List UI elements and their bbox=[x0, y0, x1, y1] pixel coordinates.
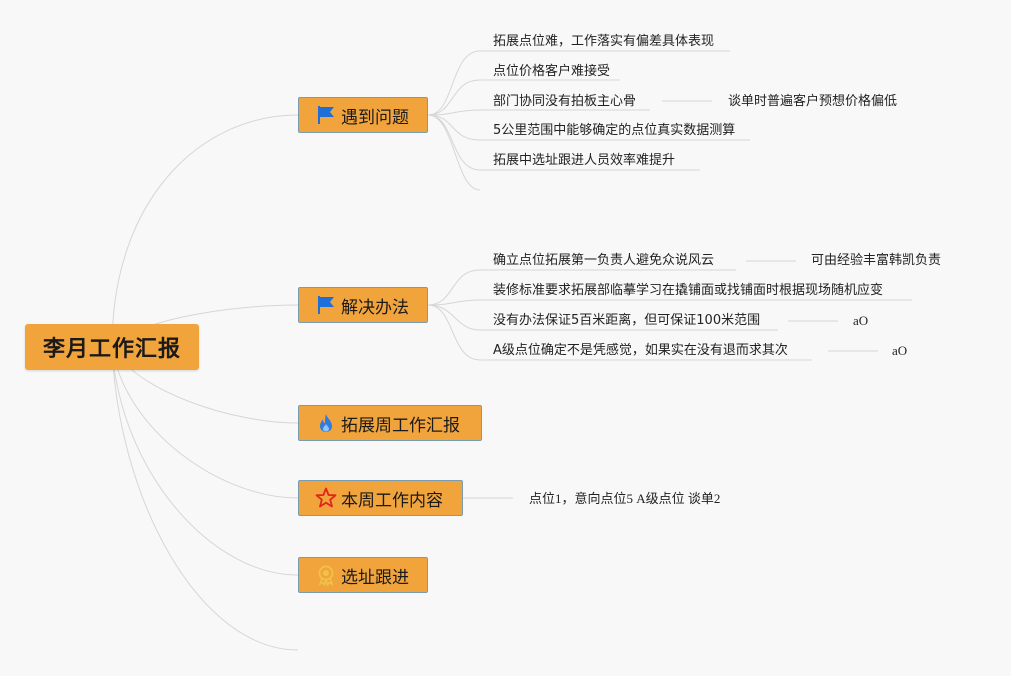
problem-item[interactable]: 5公里范围中能够确定的点位真实数据测算 bbox=[493, 123, 736, 138]
problem-sub-note[interactable]: 谈单时普遍客户预想价格偏低 bbox=[728, 94, 898, 109]
root-title: 李月工作汇报 bbox=[42, 337, 181, 362]
solution-item[interactable]: 确立点位拓展第一负责人避免众说风云 bbox=[493, 253, 715, 268]
flag-icon bbox=[315, 104, 337, 126]
solution-sub-note[interactable]: aO bbox=[853, 313, 869, 328]
topic-label: 遇到问题 bbox=[341, 107, 409, 128]
star-icon bbox=[315, 487, 337, 509]
topic-weekly-report[interactable]: 拓展周工作汇报 bbox=[298, 405, 482, 441]
topic-label: 解决办法 bbox=[341, 297, 409, 318]
topic-label: 选址跟进 bbox=[341, 567, 409, 588]
root-topic[interactable]: 李月工作汇报 bbox=[25, 324, 199, 370]
topic-label: 本周工作内容 bbox=[341, 490, 443, 511]
topic-this-week[interactable]: 本周工作内容 bbox=[298, 480, 463, 516]
solution-item[interactable]: A级点位确定不是凭感觉，如果实在没有退而求其次 bbox=[493, 343, 788, 358]
topic-solutions[interactable]: 解决办法 bbox=[298, 287, 428, 323]
topic-problems[interactable]: 遇到问题 bbox=[298, 97, 428, 133]
solution-item[interactable]: 没有办法保证5百米距离，但可保证100米范围 bbox=[493, 313, 761, 328]
problem-item[interactable]: 拓展点位难，工作落实有偏差具体表现 bbox=[493, 34, 715, 49]
medal-icon bbox=[315, 564, 337, 586]
topic-label: 拓展周工作汇报 bbox=[341, 415, 460, 436]
solution-sub-note[interactable]: 可由经验丰富韩凯负责 bbox=[811, 253, 942, 268]
solution-sub-note[interactable]: aO bbox=[892, 343, 908, 358]
problem-item[interactable]: 部门协同没有拍板主心骨 bbox=[493, 94, 637, 109]
topic-site-followup[interactable]: 选址跟进 bbox=[298, 557, 428, 593]
flag-icon bbox=[315, 294, 337, 316]
work-item[interactable]: 点位1，意向点位5 A级点位 谈单2 bbox=[529, 491, 721, 506]
fire-icon bbox=[315, 412, 337, 434]
problem-item[interactable]: 拓展中选址跟进人员效率难提升 bbox=[493, 153, 676, 168]
problem-item[interactable]: 点位价格客户难接受 bbox=[493, 64, 611, 79]
solution-item[interactable]: 装修标准要求拓展部临摹学习在撬铺面或找铺面时根据现场随机应变 bbox=[493, 283, 884, 298]
